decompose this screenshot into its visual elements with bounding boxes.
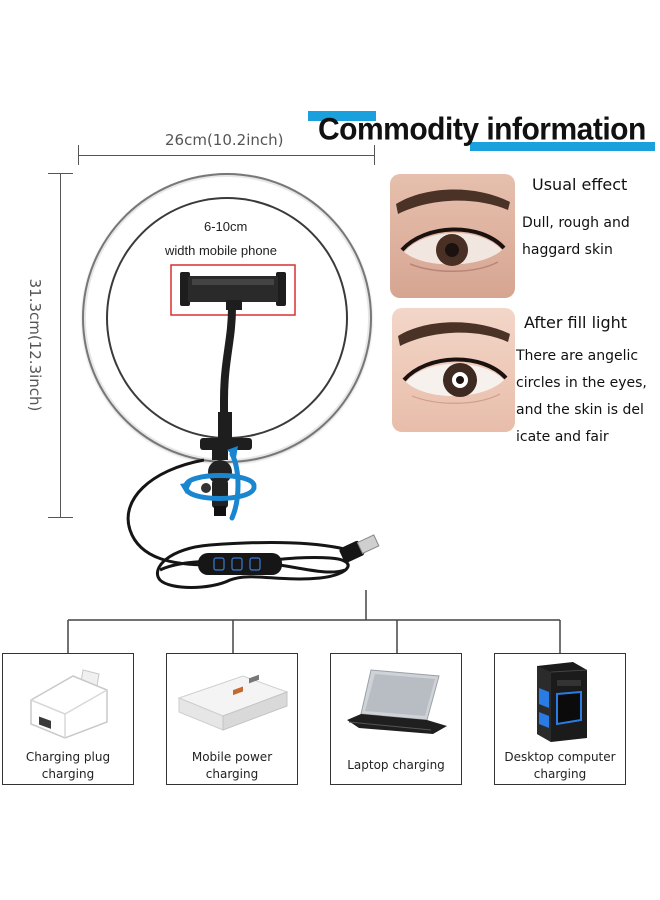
- holder-range-label: 6-10cm: [204, 219, 248, 234]
- width-dimension-tick-right: [374, 145, 375, 165]
- width-dimension-label: 26cm(10.2inch): [165, 131, 284, 149]
- mobile-power-label: Mobile power charging: [191, 750, 273, 781]
- ball-head-mount-icon: [201, 450, 232, 516]
- charging-option-desktop: Desktop computer charging: [494, 653, 626, 785]
- eye-photo-after: [392, 308, 515, 432]
- charger-plug-icon: [30, 669, 108, 739]
- after-fill-light-line-1: There are angelic: [516, 348, 639, 364]
- charging-plug-label: Charging plug charging: [25, 750, 111, 781]
- gooseneck-arm: [220, 304, 236, 424]
- height-dimension-tick-top: [48, 173, 73, 174]
- rotation-arrows-icon: [183, 451, 257, 521]
- title-accent-top: [308, 111, 376, 121]
- charging-option-power-bank: Mobile power charging: [166, 653, 298, 785]
- eye-photo-usual: [390, 174, 515, 298]
- title-accent-bottom: [470, 142, 655, 151]
- width-dimension-tick-left: [78, 145, 79, 165]
- usb-plug-icon: [339, 534, 380, 563]
- power-bank-icon: [177, 674, 289, 731]
- usual-effect-heading: Usual effect: [532, 175, 628, 194]
- desktop-computer-label: Desktop computer charging: [504, 750, 616, 781]
- after-fill-light-line-4: icate and fair: [516, 429, 609, 445]
- usb-cable: [126, 458, 364, 589]
- usual-effect-line-2: haggard skin: [522, 242, 613, 258]
- laptop-charging-label: Laptop charging: [347, 758, 445, 772]
- remote-control-icon: [198, 553, 282, 575]
- width-dimension-line: [78, 155, 375, 156]
- charging-option-laptop: Laptop charging: [330, 653, 462, 785]
- after-fill-light-line-3: and the skin is del: [516, 402, 644, 418]
- after-fill-light-heading: After fill light: [524, 313, 628, 332]
- height-dimension-tick-bottom: [48, 517, 73, 518]
- page-title: Commodity information: [318, 112, 646, 147]
- laptop-icon: [347, 669, 447, 734]
- holder-caption-label: width mobile phone: [165, 243, 278, 258]
- usual-effect-line-1: Dull, rough and: [522, 215, 630, 231]
- charging-connector-lines: [67, 590, 561, 653]
- height-dimension-line: [60, 173, 61, 518]
- desktop-tower-icon: [537, 662, 588, 742]
- charging-option-plug: Charging plug charging: [2, 653, 134, 785]
- after-fill-light-line-2: circles in the eyes,: [516, 375, 647, 391]
